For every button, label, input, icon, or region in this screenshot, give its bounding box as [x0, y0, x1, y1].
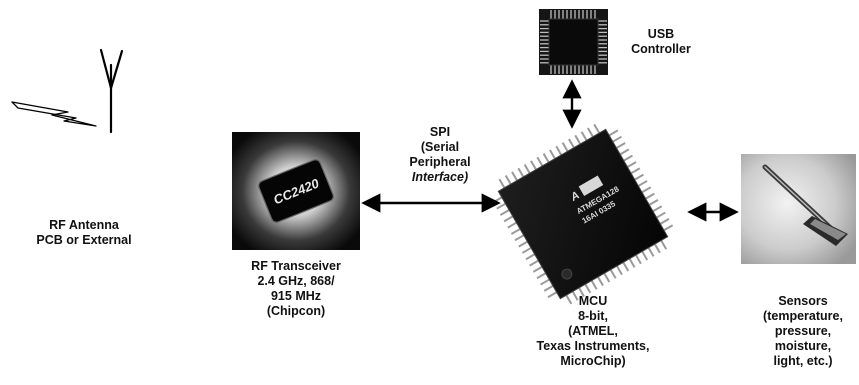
sensor-probe-image [741, 154, 856, 264]
antenna-label: RF Antenna PCB or External [36, 218, 132, 247]
radio-wave-icon [11, 101, 97, 127]
antenna-icon [99, 48, 124, 134]
transceiver-label: RF Transceiver 2.4 GHz, 868/ 915 MHz (Ch… [251, 259, 341, 318]
usb-label: USB Controller [631, 27, 691, 56]
sensors-label: Sensors (temperature, pressure, moisture… [763, 294, 843, 368]
spi-label: SPI (Serial Peripheral Interface) [409, 125, 471, 184]
mcu-label: MCU 8-bit, (ATMEL, Texas Instruments, Mi… [536, 294, 650, 368]
usb-controller-chip-image [539, 9, 608, 75]
mcu-chip-image: A ATMEGA128 16AI 0335 [492, 123, 674, 305]
rf-transceiver-chip-image: CC2420 [232, 132, 360, 250]
